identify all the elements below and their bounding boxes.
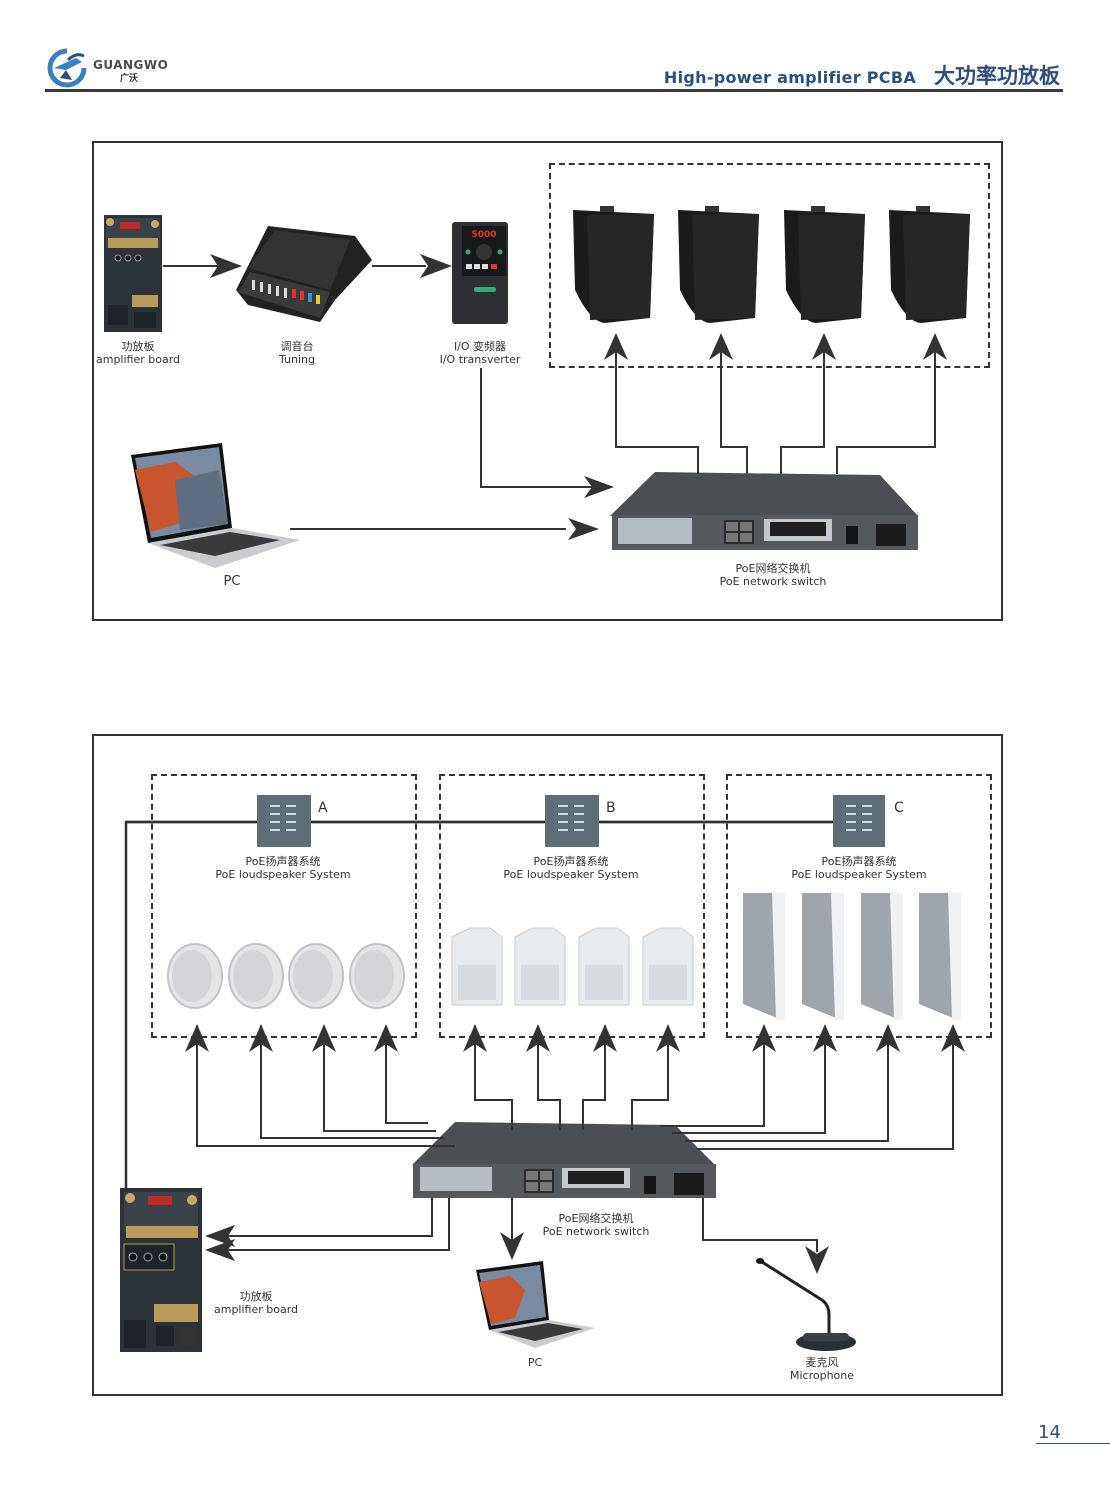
microphone-image — [756, 1258, 856, 1351]
poe-switch-label-en: PoE network switch — [719, 575, 827, 588]
diagram-2-connectors — [196, 1040, 954, 1252]
zone-c-column-speakers — [743, 893, 961, 1020]
speaker-group-box — [549, 163, 990, 368]
pc-laptop-2-image — [476, 1261, 595, 1348]
zone-b-letter: B — [606, 800, 616, 816]
amplifier-board-2-label-cn: 功放板 — [239, 1290, 273, 1303]
poe-switch-2-image — [412, 1122, 716, 1198]
zone-b-box — [439, 774, 705, 1038]
poe-switch-2-label-en: PoE network switch — [542, 1225, 650, 1238]
black-speaker-2 — [678, 206, 759, 323]
poe-switch-2-label-cn: PoE网络交换机 — [558, 1212, 634, 1225]
tuning-label-cn: 调音台 — [280, 340, 314, 353]
guangwo-logo-icon — [47, 48, 87, 88]
io-transverter-label-en: I/O transverter — [439, 353, 521, 366]
amplifier-board-2-label: 功放板 amplifier board — [206, 1290, 306, 1316]
io-transverter-label-cn: I/O 变频器 — [453, 340, 507, 353]
page-number: 14 — [1038, 1422, 1061, 1443]
pc-2-label: PC — [527, 1356, 543, 1369]
amplifier-board-label-en: amplifier board — [95, 353, 181, 366]
zone-c-box — [726, 774, 992, 1038]
transverter-display: 5000 — [471, 230, 496, 240]
header-divider — [45, 89, 1063, 92]
diagram-1-arrowheads — [210, 254, 947, 540]
zone-b-wall-speakers — [451, 927, 694, 1006]
page-title-en: High-power amplifier PCBA — [663, 68, 916, 87]
zone-b-controller-icon — [545, 795, 599, 847]
diagram-2-frame — [92, 734, 1003, 1396]
zone-b-label-en: PoE loudspeaker System — [503, 868, 639, 881]
microphone-label: 麦克风 Microphone — [777, 1356, 867, 1382]
zone-c-letter: C — [894, 800, 904, 816]
poe-switch-image — [610, 472, 918, 550]
zone-a-controller-icon — [257, 795, 311, 847]
brand-name: GUANGWO — [93, 58, 169, 72]
diagram-1-frame — [92, 141, 1003, 621]
pc-laptop-image — [131, 443, 300, 568]
zone-c-label-en: PoE loudspeaker System — [791, 868, 927, 881]
zone-a-box — [151, 774, 417, 1038]
page-title: High-power amplifier PCBA 大功率功放板 — [664, 60, 1060, 90]
tuning-label-en: Tuning — [278, 353, 315, 366]
zone-a-label-cn: PoE扬声器系统 — [245, 855, 321, 868]
black-speaker-1 — [573, 206, 654, 323]
zone-c-controller-icon — [833, 795, 885, 847]
tuning-label: 调音台 Tuning — [247, 340, 347, 366]
zone-a-label-en: PoE loudspeaker System — [215, 868, 351, 881]
microphone-label-cn: 麦克风 — [805, 1356, 839, 1369]
amplifier-board-2-image — [120, 1188, 202, 1352]
black-speaker-4 — [889, 206, 970, 323]
poe-switch-2-label: PoE网络交换机 PoE network switch — [526, 1212, 666, 1238]
brand-name-cn: 广沃 — [120, 74, 139, 84]
amplifier-board-label: 功放板 amplifier board — [88, 340, 188, 366]
io-transverter-label: I/O 变频器 I/O transverter — [424, 340, 536, 366]
zone-b-label: PoE扬声器系统 PoE loudspeaker System — [491, 855, 651, 881]
microphone-label-en: Microphone — [789, 1369, 855, 1382]
zone-c-label-cn: PoE扬声器系统 — [821, 855, 897, 868]
io-transverter-image: 5000 — [452, 222, 508, 324]
tuning-mixer-image — [236, 226, 372, 322]
brand-logo — [46, 48, 88, 88]
poe-switch-label: PoE网络交换机 PoE network switch — [703, 562, 843, 588]
black-speaker-3 — [784, 206, 865, 323]
page-title-cn: 大功率功放板 — [934, 64, 1060, 88]
amplifier-board-image — [104, 215, 162, 332]
diagram-1-connectors — [163, 265, 936, 530]
zone-a-letter: A — [318, 800, 328, 816]
amplifier-board-label-cn: 功放板 — [121, 340, 155, 353]
amplifier-board-2-label-en: amplifier board — [213, 1303, 299, 1316]
zone-b-label-cn: PoE扬声器系统 — [533, 855, 609, 868]
poe-switch-label-cn: PoE网络交换机 — [735, 562, 811, 575]
diagram-2-arrowheads — [185, 1024, 965, 1274]
zone-a-ceiling-speakers — [167, 943, 405, 1009]
page-number-underline — [1036, 1443, 1110, 1444]
pc-label: PC — [223, 574, 241, 589]
zone-a-label: PoE扬声器系统 PoE loudspeaker System — [203, 855, 363, 881]
zone-c-label: PoE扬声器系统 PoE loudspeaker System — [779, 855, 939, 881]
